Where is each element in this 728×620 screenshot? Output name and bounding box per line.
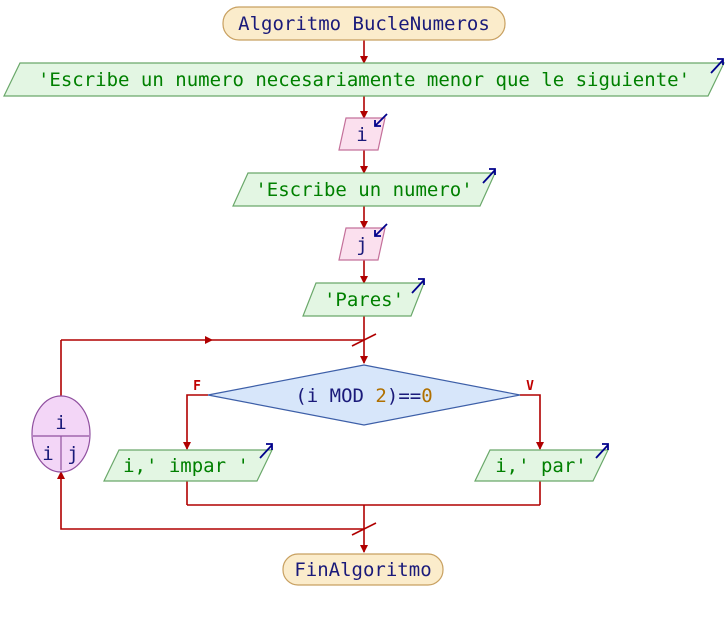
input-arrow-icon xyxy=(374,113,388,127)
loop-node-var: i xyxy=(55,412,66,434)
output-step-par: i,' par' xyxy=(474,443,609,482)
output-arrow-icon xyxy=(595,443,609,459)
input-step-i: i xyxy=(338,113,388,151)
loop-node-to: j xyxy=(67,443,78,465)
connectors xyxy=(57,40,544,553)
output-arrow-icon xyxy=(710,58,724,74)
output-step-impar-text: i,' impar ' xyxy=(123,455,249,477)
output-step-1-text: 'Escribe un numero necesariamente menor … xyxy=(38,69,690,91)
output-step-3: 'Pares' xyxy=(302,278,425,317)
output-step-2-text: 'Escribe un numero' xyxy=(255,179,472,201)
decision-condition-close: )== xyxy=(387,385,421,407)
decision-true-label: V xyxy=(526,379,534,394)
end-terminal-label: FinAlgoritmo xyxy=(294,559,431,581)
junction-tick-bottom xyxy=(351,522,377,536)
decision-condition: (i MOD 2)==0 xyxy=(295,385,432,407)
decision-false-label: F xyxy=(193,379,201,394)
connector-true-branch xyxy=(520,394,544,450)
end-terminal: FinAlgoritmo xyxy=(282,553,444,586)
input-step-i-var: i xyxy=(356,124,367,146)
connector-false-branch xyxy=(183,394,208,450)
input-step-j-var: j xyxy=(356,234,367,256)
output-arrow-icon xyxy=(411,278,425,294)
decision-node: (i MOD 2)==0 xyxy=(207,364,521,426)
input-arrow-icon xyxy=(374,223,388,237)
start-terminal-label: Algoritmo BucleNumeros xyxy=(238,13,490,35)
input-step-j: j xyxy=(338,223,388,261)
decision-condition-open: (i MOD xyxy=(295,385,375,407)
loop-node-from: i xyxy=(42,443,53,465)
loop-direction-arrow xyxy=(205,336,213,344)
output-step-impar: i,' impar ' xyxy=(103,443,273,482)
decision-condition-zero: 0 xyxy=(421,385,432,407)
output-arrow-icon xyxy=(482,168,496,184)
output-step-3-text: 'Pares' xyxy=(324,289,404,311)
loop-node: i i j xyxy=(31,395,91,473)
output-step-par-text: i,' par' xyxy=(495,455,587,477)
connector-loop-return xyxy=(57,471,364,530)
junction-tick-top xyxy=(351,333,377,347)
decision-condition-number: 2 xyxy=(375,385,386,407)
output-step-1: 'Escribe un numero necesariamente menor … xyxy=(3,58,725,97)
output-arrow-icon xyxy=(259,443,273,459)
start-terminal: Algoritmo BucleNumeros xyxy=(222,6,506,41)
output-step-2: 'Escribe un numero' xyxy=(232,168,496,207)
